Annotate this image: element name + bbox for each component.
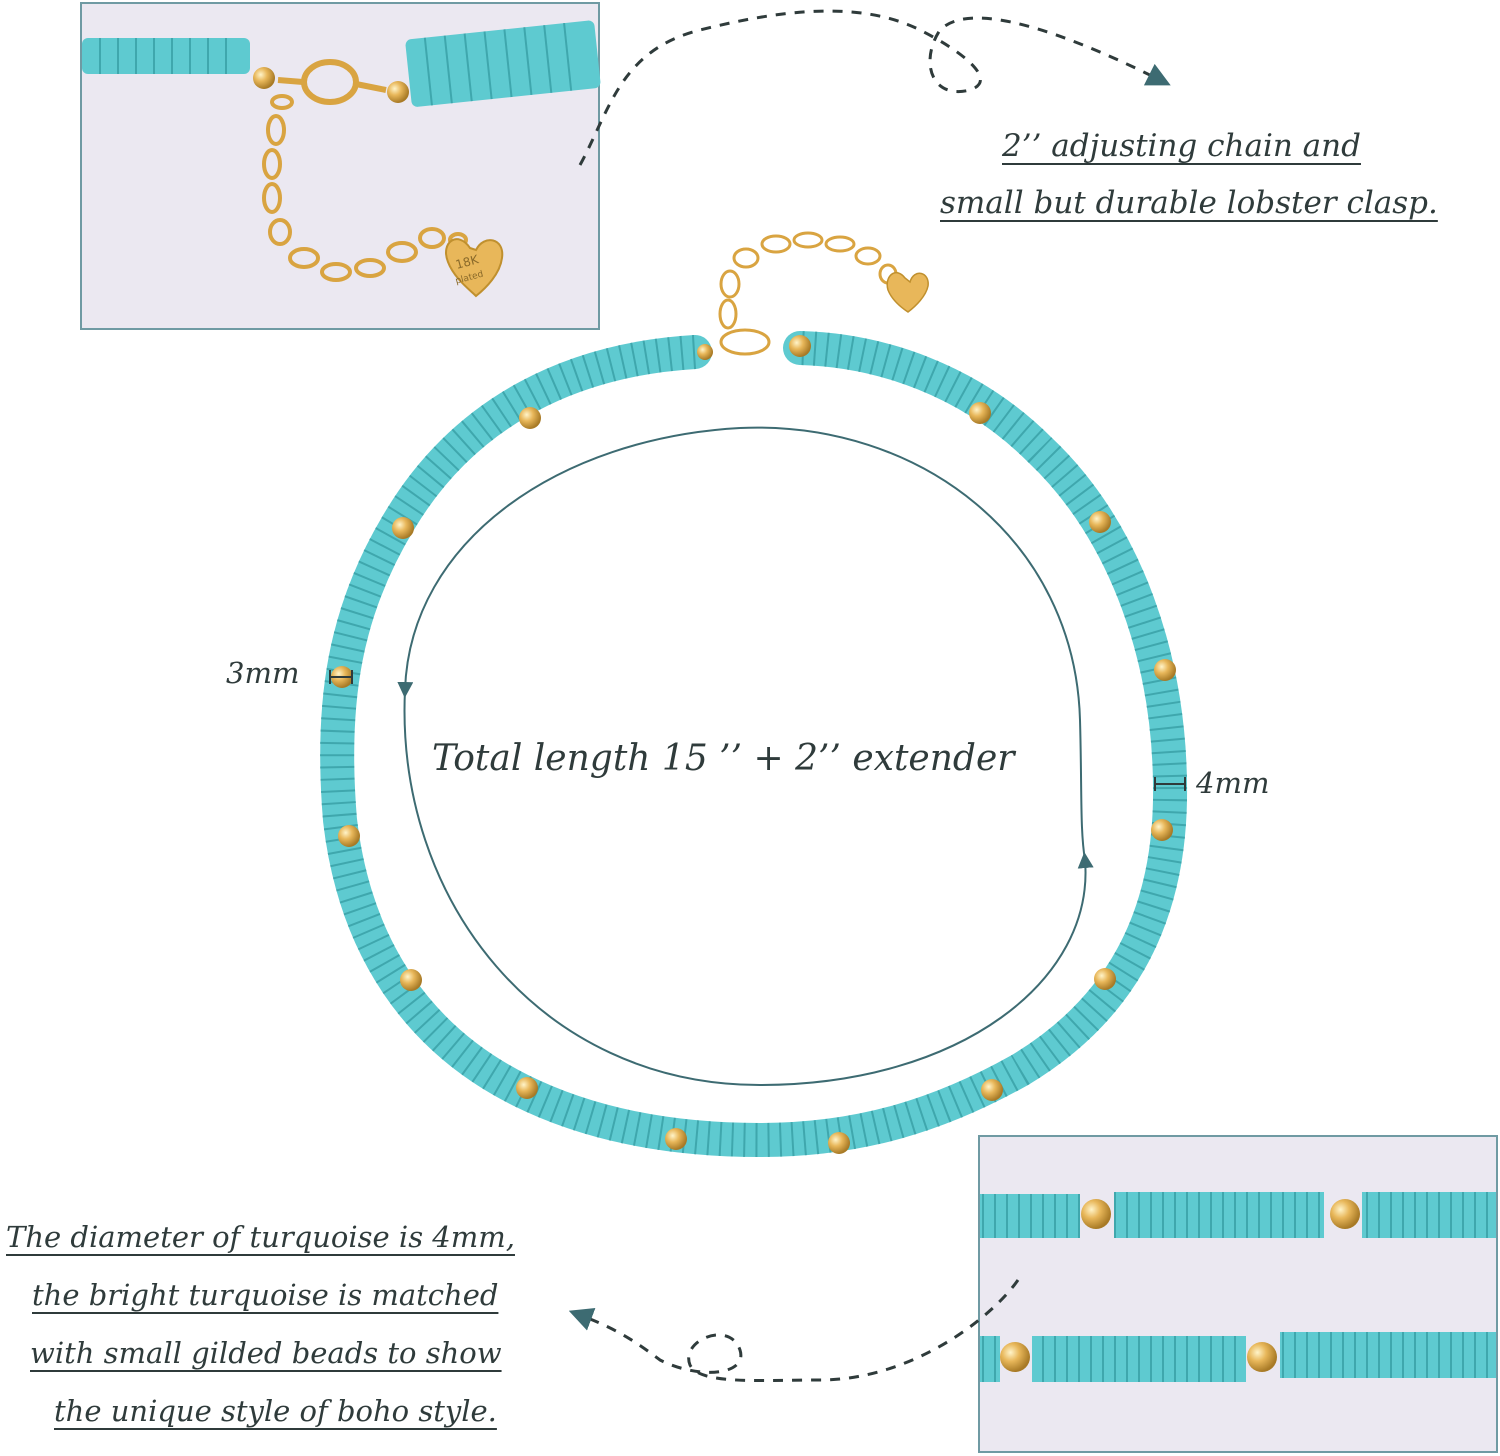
closeup-gold-bead-left: [253, 67, 275, 89]
lobster-clasp: [277, 59, 387, 105]
necklace-clasp-chain: [718, 231, 898, 356]
dashed-arrow-bottom: [568, 1279, 1020, 1383]
chain-note-line-2: small but durable lobster clasp.: [940, 185, 1438, 221]
description-line-2: the bright turquoise is matched: [32, 1278, 499, 1312]
inner-arc-top: [739, 426, 1086, 861]
tag-label-karat: 18K: [454, 252, 481, 272]
closeup-gold-bead-right: [387, 81, 409, 103]
measure-marker-4mm: [1154, 777, 1186, 791]
clasp-closeup-panel: 18K plated: [80, 2, 601, 330]
description-line-3: with small gilded beads to show: [30, 1336, 502, 1370]
chain-note: 2’’ adjusting chain and small but durabl…: [940, 118, 1480, 232]
closeup-beads-right: [405, 20, 601, 107]
measure-marker-3mm: [329, 670, 353, 684]
bead-size-small-label: 3mm: [226, 656, 300, 690]
description-note: The diameter of turquoise is 4mm, the br…: [6, 1208, 606, 1440]
chain-note-line-1: 2’’ adjusting chain and: [1002, 128, 1361, 164]
bead-size-large-label: 4mm: [1196, 766, 1270, 800]
closeup-heart-tag: 18K plated: [445, 238, 504, 298]
dashed-arrow-top: [578, 9, 1171, 166]
description-line-4: the unique style of boho style.: [54, 1394, 497, 1428]
inner-arrow-left: [397, 427, 741, 698]
inner-arrow-right: [403, 689, 1094, 1087]
description-line-1: The diameter of turquoise is 4mm,: [6, 1220, 515, 1254]
necklace: [320, 231, 1188, 1158]
beads-closeup-panel: [978, 1135, 1498, 1453]
closeup-beads-left: [82, 38, 250, 74]
total-length-label: Total length 15 ’’ + 2’’ extender: [432, 738, 1015, 779]
necklace-heart-tag: [886, 272, 929, 313]
